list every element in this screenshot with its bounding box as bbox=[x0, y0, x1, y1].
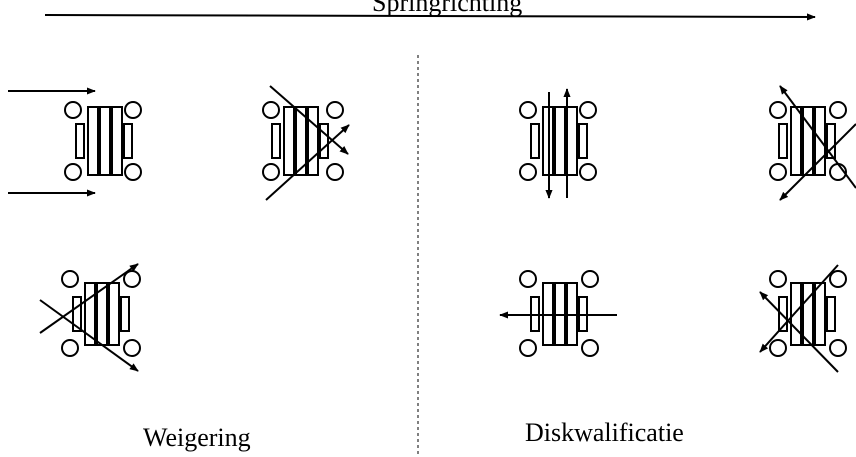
obstacle-disqualification-2 bbox=[769, 85, 856, 201]
direction-arrow bbox=[44, 13, 816, 21]
obstacle-disqualification-3 bbox=[499, 270, 617, 357]
obstacle-disqualification-4 bbox=[759, 264, 847, 373]
obstacle-disqualification-1 bbox=[519, 88, 597, 199]
obstacle-refusal-2 bbox=[262, 85, 350, 201]
disqualification-label: Diskwalificatie bbox=[525, 418, 684, 447]
direction-label: Springrichting bbox=[372, 0, 523, 17]
obstacle-refusal-1 bbox=[8, 87, 142, 197]
obstacle-refusal-3 bbox=[39, 263, 141, 372]
refusal-label: Weigering bbox=[143, 423, 251, 452]
